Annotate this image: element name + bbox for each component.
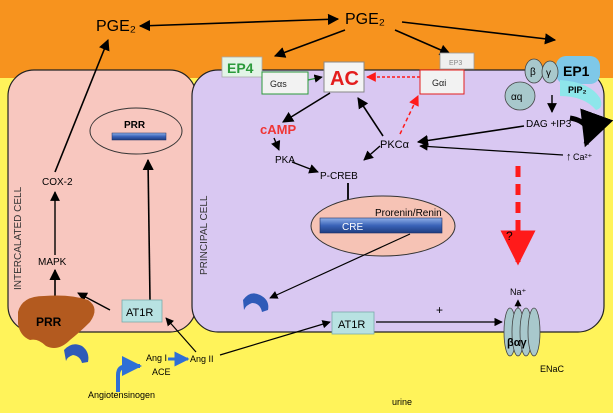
arrow-prr-to-at1r-path — [77, 292, 111, 311]
prorenin-renin-label: Prorenin/Renin — [375, 208, 442, 219]
prr-vesicle — [89, 107, 183, 155]
dag-ip3-label: DAG +IP3 — [526, 119, 572, 130]
calcium-up-arrow: ↑ — [566, 151, 572, 163]
ace-label: ACE — [152, 367, 171, 377]
enac-label: ENaC — [540, 364, 565, 374]
arrow-dag-to-pkca — [416, 125, 525, 147]
ep4-receptor — [221, 56, 263, 78]
arrow-pge2-to-ep3 — [394, 29, 452, 56]
gai-label: Gαi — [432, 78, 446, 88]
angii-label: Ang II — [190, 354, 214, 364]
ep4-label: EP4 — [227, 60, 254, 76]
arrow-pka-to-pcreb — [291, 161, 319, 174]
prr-receptor — [18, 295, 95, 348]
prr-bar — [111, 132, 167, 141]
gas-label: Gαs — [270, 79, 287, 89]
mapk-label: MAPK — [38, 257, 67, 268]
alpha-q-label: αq — [511, 92, 522, 103]
gas-box — [261, 71, 309, 95]
urine-label: urine — [392, 397, 412, 407]
at1r-left-label: AT1R — [126, 307, 153, 319]
arrow-pge2-to-ep4 — [273, 29, 346, 58]
ac-label: AC — [330, 68, 359, 90]
ep1-label: EP1 — [563, 63, 590, 79]
cox2-label: COX-2 — [42, 177, 73, 188]
pip2-membrane — [560, 80, 602, 110]
interstitial-band — [0, 0, 613, 78]
gamma-label: γ — [546, 68, 551, 79]
arrow-gas-to-ac — [307, 74, 323, 83]
prorenin-protein-cell — [243, 293, 269, 312]
pcreb-label: P-CREB — [320, 171, 358, 182]
ep3-receptor — [439, 52, 475, 70]
enac-channel — [503, 307, 541, 357]
at1r-right-label: AT1R — [338, 319, 365, 331]
intercalated-cell — [7, 69, 197, 333]
arrow-ip3-to-calcium — [569, 108, 613, 148]
ep3-label: EP3 — [449, 60, 462, 67]
angi-label: Ang I — [146, 353, 167, 363]
ac-box — [323, 61, 365, 93]
prr-outer-label: PRR — [36, 315, 62, 329]
arrow-cox2-to-pge2 — [54, 38, 110, 173]
question-mark: ? — [506, 229, 513, 243]
pge2-right-label: PGE₂ — [345, 11, 385, 28]
gamma-subunit — [541, 60, 559, 84]
alpha-q-subunit — [504, 81, 536, 111]
pkca-label: PKCα — [380, 139, 410, 151]
calcium-label: Ca²⁺ — [573, 152, 593, 162]
arrow-pkca-to-ac — [357, 97, 384, 137]
arrow-ac-to-camp — [282, 92, 331, 123]
gai-box — [419, 69, 465, 95]
principal-cell-label: PRINCIPAL CELL — [199, 195, 210, 275]
arrow-pge2-to-ep1 — [401, 21, 557, 45]
ep1-receptor — [556, 56, 600, 84]
pge2-left-label: PGE₂ — [96, 18, 136, 35]
cre-element — [319, 217, 443, 234]
camp-label: cAMP — [260, 122, 296, 137]
arrow-calcium-to-pkca — [419, 142, 564, 156]
angiotensinogen-hook — [116, 356, 142, 392]
beta-label: β — [530, 67, 536, 78]
arrow-at1r-to-prr-vesicle — [142, 158, 154, 301]
at1r-left-receptor — [121, 299, 163, 323]
angiotensinogen-label: Angiotensinogen — [88, 390, 155, 400]
intercalated-cell-label: INTERCALATED CELL — [13, 186, 24, 290]
arrow-pge2-left-to-right — [138, 13, 340, 32]
prorenin-protein-urine — [64, 344, 89, 363]
pka-label: PKA — [275, 155, 295, 166]
arrow-angii-to-at1r-left — [165, 317, 197, 353]
plus-sign: + — [436, 303, 443, 317]
arrow-pkca-to-pcreb — [363, 145, 381, 161]
enac-subunits-label: βαγ — [507, 337, 527, 349]
at1r-right-receptor — [331, 311, 375, 335]
arrow-camp-to-pka — [271, 137, 281, 151]
pip2-label: PIP₂ — [568, 85, 587, 95]
arrow-angii-to-at1r-right — [219, 320, 331, 356]
prr-cell-label: PRR — [124, 120, 146, 131]
arrow-nucleus-to-prorenin — [269, 233, 411, 299]
arrow-pkca-to-gai — [399, 95, 419, 135]
sodium-label: Na⁺ — [510, 287, 527, 297]
cre-label: CRE — [342, 222, 363, 233]
